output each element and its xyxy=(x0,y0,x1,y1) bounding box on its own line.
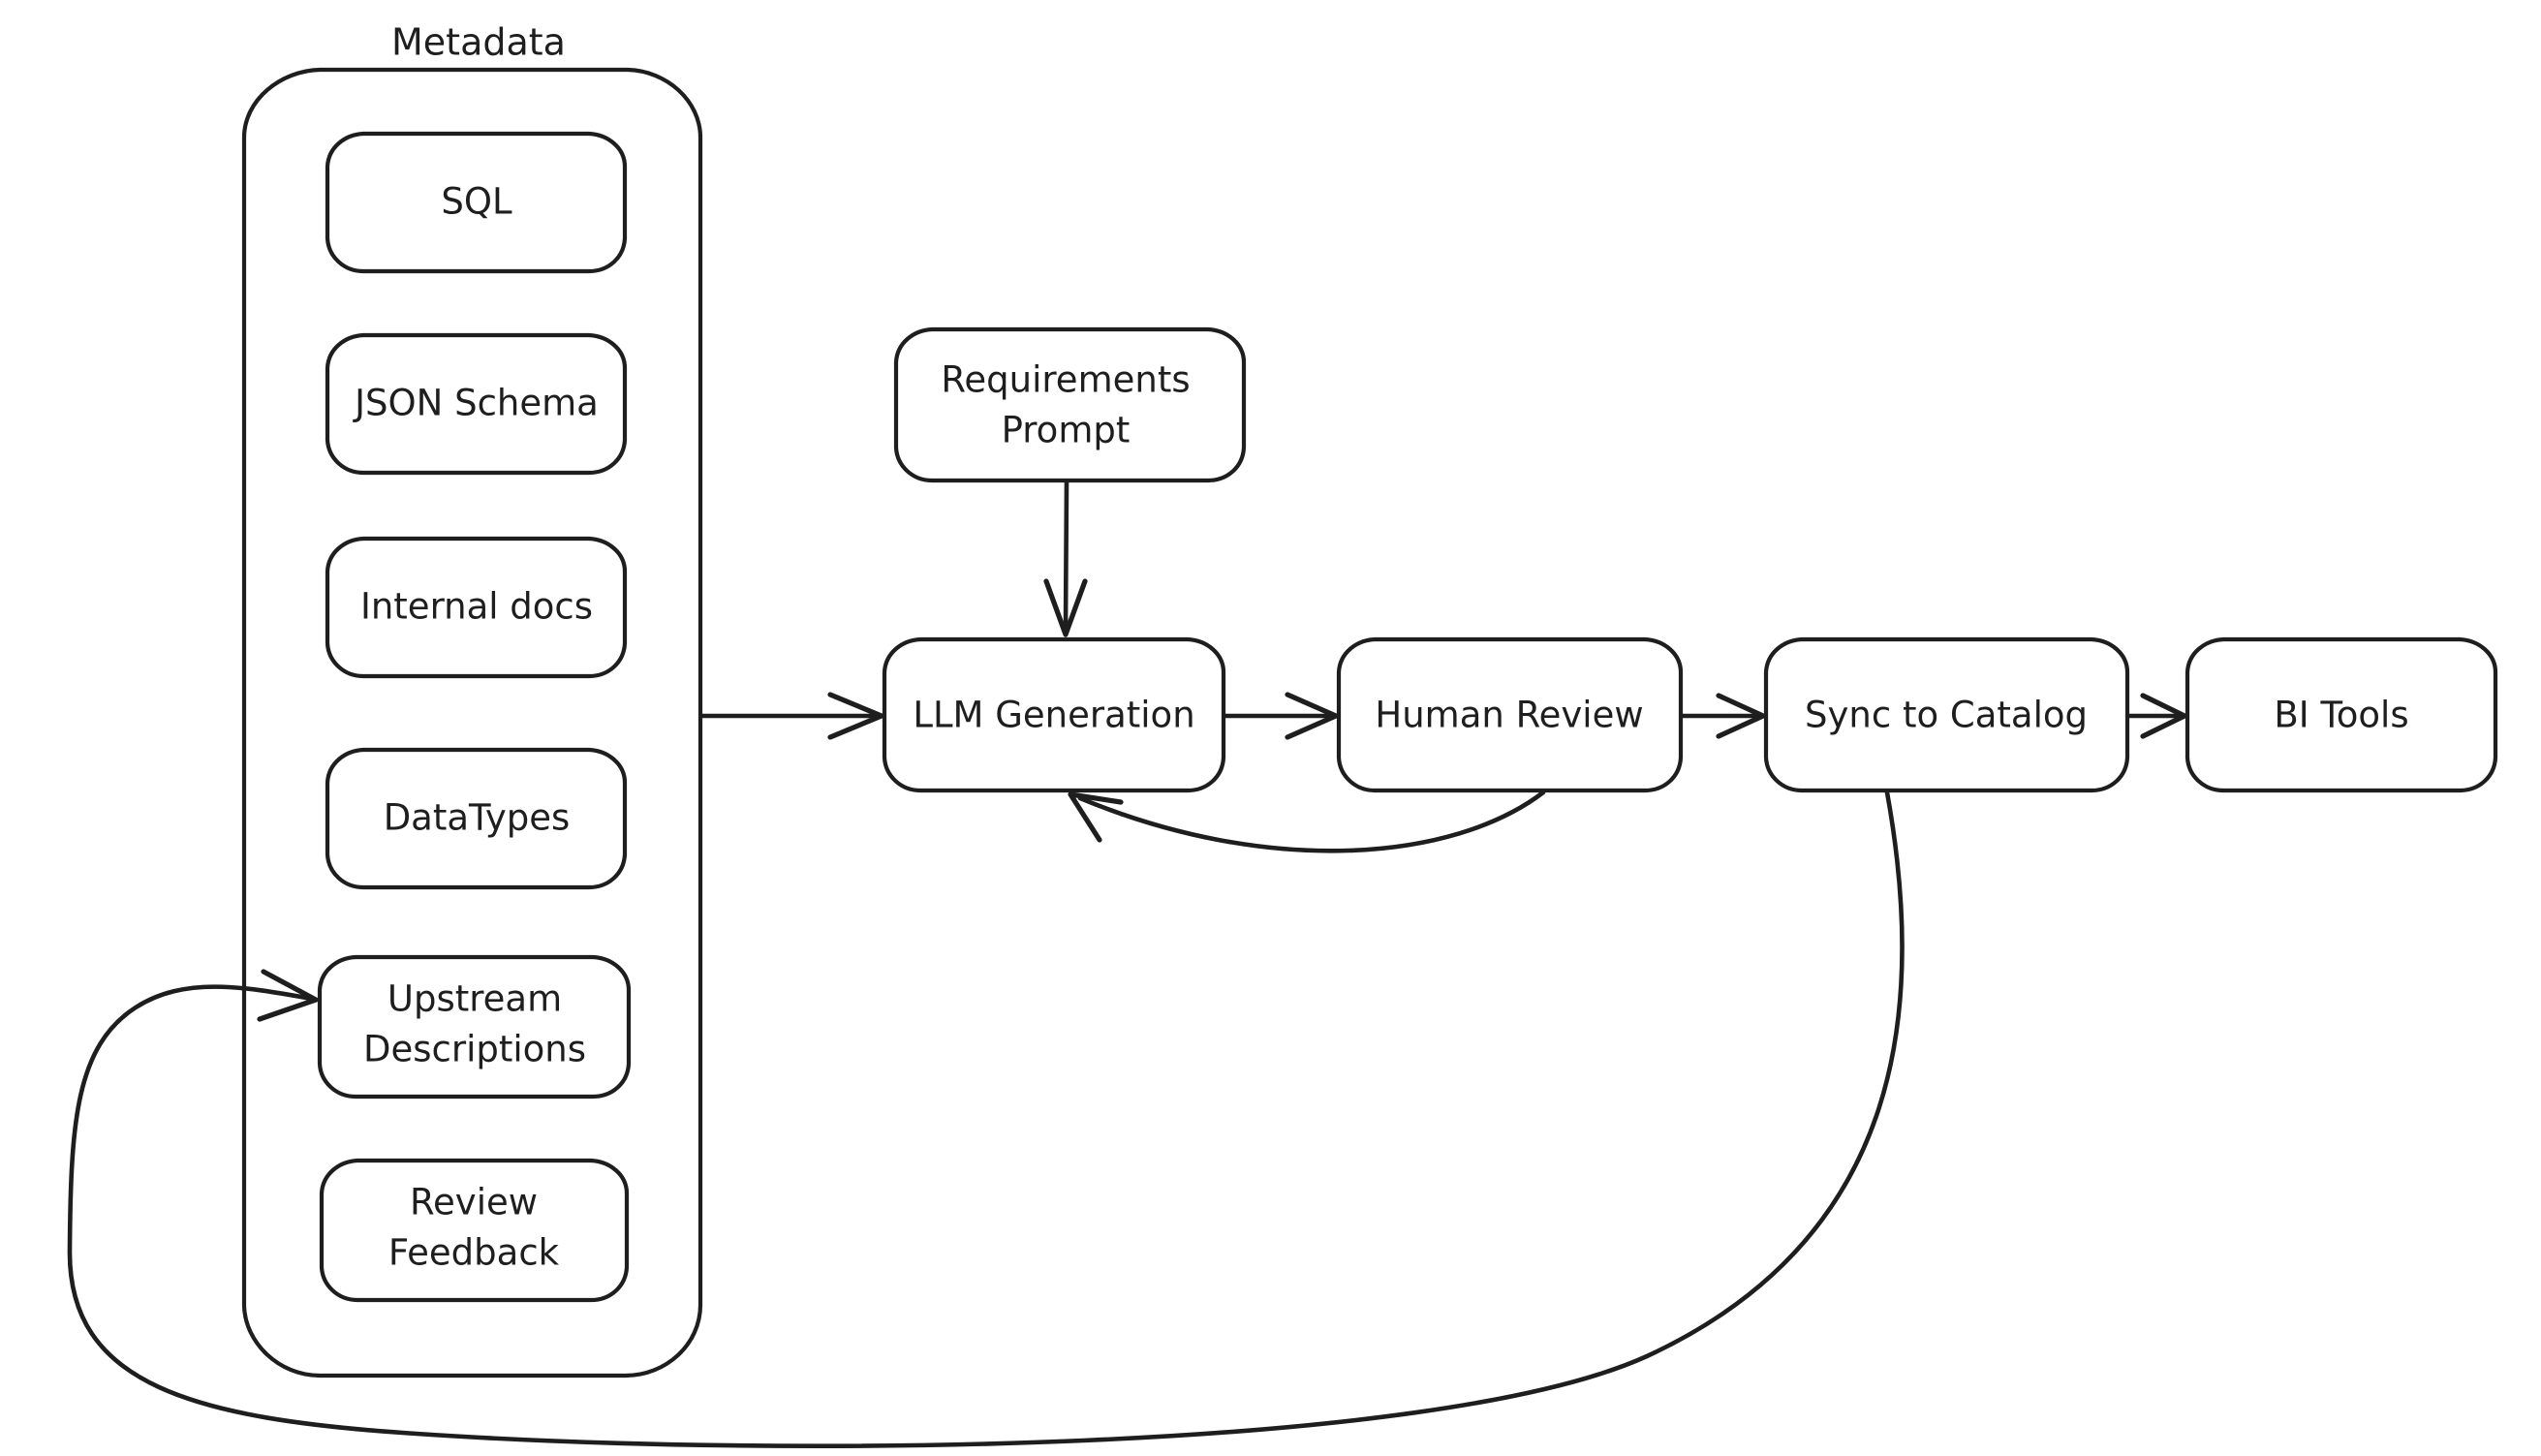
edge-line xyxy=(1077,790,1546,853)
review-feedback-label-line2: Feedback xyxy=(388,1232,560,1274)
llm-generation-box-border xyxy=(882,636,1226,793)
edge-sync-to-catalog-to-upstream-descriptions-loop xyxy=(67,790,1905,1448)
sync-to-catalog-label: Sync to Catalog xyxy=(1805,695,2088,736)
arrow-head-icon xyxy=(1068,791,1124,843)
edge-metadata-to-llm-generation xyxy=(698,692,884,740)
edge-human-review-to-llm-generation-feedback xyxy=(1068,790,1546,853)
edge-sync-to-catalog-to-bi-tools xyxy=(2126,693,2187,739)
sync-to-catalog-box-border xyxy=(1763,636,2130,793)
requirements-prompt-label-line1: Requirements xyxy=(941,359,1190,401)
human-review-label: Human Review xyxy=(1375,695,1643,736)
metadata-item-internal-docs[interactable]: Internal docs xyxy=(325,536,628,679)
json-schema-box-border xyxy=(325,332,628,476)
metadata-item-sql[interactable]: SQL xyxy=(325,131,628,274)
edge-requirements-prompt-to-llm-generation xyxy=(1043,480,1088,637)
internal-docs-label: Internal docs xyxy=(360,586,593,628)
bi-tools-label: BI Tools xyxy=(2274,695,2408,736)
review-feedback-box-border xyxy=(319,1158,630,1303)
bi-tools-box-border xyxy=(2185,636,2498,793)
datatypes-box-border xyxy=(325,747,628,890)
arrow-head-icon xyxy=(827,692,884,740)
metadata-group-label: Metadata xyxy=(391,21,566,64)
arrow-head-icon xyxy=(257,969,319,1022)
metadata-item-datatypes[interactable]: DataTypes xyxy=(325,747,628,890)
metadata-item-upstream-descriptions[interactable]: Upstream Descriptions xyxy=(317,954,632,1100)
internal-docs-box-border xyxy=(325,536,628,679)
arrow-head-icon xyxy=(1716,693,1766,739)
arrow-head-icon xyxy=(1285,692,1339,740)
edge-llm-generation-to-human-review xyxy=(1223,692,1339,740)
sql-box-border xyxy=(325,131,628,274)
requirements-prompt-box-border xyxy=(893,326,1247,483)
node-llm-generation[interactable]: LLM Generation xyxy=(882,636,1226,793)
metadata-item-review-feedback[interactable]: Review Feedback xyxy=(319,1158,630,1303)
sql-label: SQL xyxy=(441,181,512,223)
edge-line xyxy=(67,790,1905,1448)
metadata-item-json-schema[interactable]: JSON Schema xyxy=(325,332,628,476)
upstream-descriptions-box-border xyxy=(317,954,632,1100)
edge-human-review-to-sync-to-catalog xyxy=(1680,693,1766,739)
upstream-descriptions-label-line1: Upstream xyxy=(387,978,562,1020)
node-human-review[interactable]: Human Review xyxy=(1336,636,1684,793)
node-bi-tools[interactable]: BI Tools xyxy=(2185,636,2498,793)
llm-generation-label: LLM Generation xyxy=(913,695,1194,736)
review-feedback-label-line1: Review xyxy=(410,1182,538,1224)
arrow-head-icon xyxy=(1043,578,1088,637)
human-review-box-border xyxy=(1336,636,1684,793)
arrow-head-icon xyxy=(2140,693,2187,739)
node-sync-to-catalog[interactable]: Sync to Catalog xyxy=(1763,636,2130,793)
requirements-prompt-label-line2: Prompt xyxy=(1002,410,1131,451)
upstream-descriptions-label-line2: Descriptions xyxy=(363,1029,586,1070)
datatypes-label: DataTypes xyxy=(384,797,571,839)
node-requirements-prompt[interactable]: Requirements Prompt xyxy=(893,326,1247,483)
json-schema-label: JSON Schema xyxy=(353,383,599,424)
edge-line xyxy=(1063,480,1069,633)
